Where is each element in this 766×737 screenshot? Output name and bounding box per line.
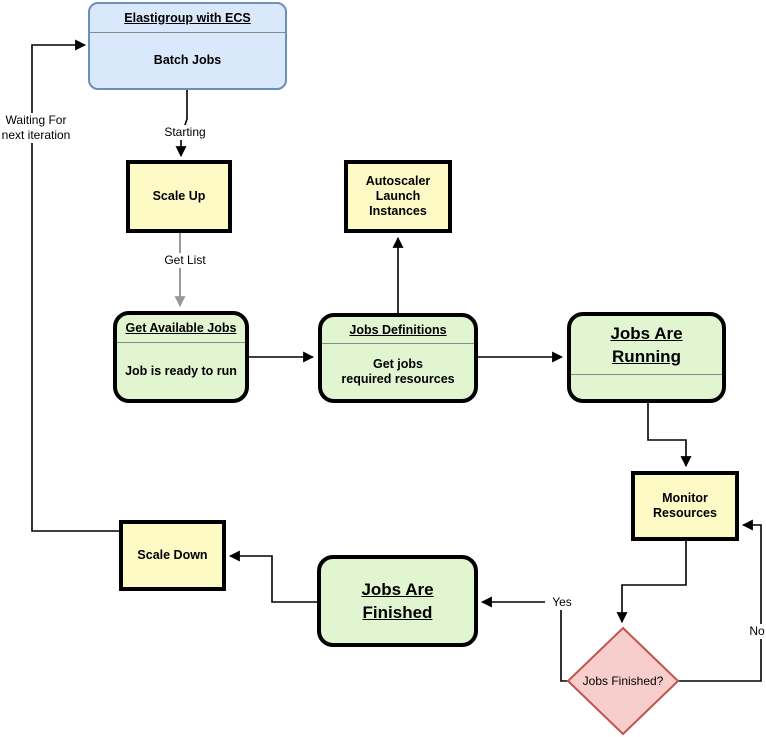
edge-yes [480, 596, 568, 682]
decision-jobs-finished-shape [566, 626, 680, 736]
node-monitor-resources-label: Monitor Resources [653, 491, 717, 520]
edge-running-to-monitor [647, 403, 692, 468]
node-get-available-jobs-title: Get Available Jobs [125, 321, 237, 335]
edge-label-get-list: Get List [157, 253, 213, 268]
node-jobs-are-running: Jobs Are Running [567, 312, 726, 403]
node-autoscaler-launch-instances: Autoscaler Launch Instances [344, 160, 452, 233]
edge-starting [175, 90, 188, 158]
node-jobs-are-running-title: Jobs Are Running [610, 324, 683, 366]
edge-label-starting: Starting [157, 125, 213, 140]
node-scale-up: Scale Up [126, 160, 232, 233]
node-jobs-definitions-divider [322, 343, 474, 344]
edge-label-waiting: Waiting For next iteration [0, 113, 77, 143]
node-elastigroup-title: Elastigroup with ECS [124, 10, 251, 25]
node-jobs-are-finished: Jobs Are Finished [317, 555, 478, 647]
edge-waiting-loop [31, 39, 119, 532]
edge-monitor-to-decision [616, 541, 687, 624]
node-scale-down: Scale Down [119, 520, 226, 591]
node-elastigroup-batch-jobs: Elastigroup with ECS Batch Jobs [88, 2, 287, 90]
edge-finished-to-scaledown [228, 550, 317, 603]
node-autoscaler-label: Autoscaler Launch Instances [365, 174, 431, 218]
edge-label-yes: Yes [545, 595, 579, 610]
node-monitor-resources: Monitor Resources [631, 471, 739, 541]
node-elastigroup-divider [90, 32, 285, 33]
node-scale-down-label: Scale Down [137, 548, 208, 562]
node-get-available-jobs-body: Job is ready to run [125, 363, 237, 378]
edge-label-no: No [742, 624, 766, 639]
decision-jobs-finished-label: Jobs Finished? [582, 674, 664, 688]
edge-no [678, 519, 762, 682]
node-jobs-definitions-body: Get jobs required resources [341, 356, 455, 386]
node-jobs-are-running-divider [571, 374, 722, 375]
node-jobs-definitions: Jobs Definitions Get jobs required resou… [318, 313, 478, 403]
node-jobs-are-finished-label: Jobs Are Finished [361, 580, 434, 622]
node-scale-up-label: Scale Up [152, 189, 206, 203]
node-jobs-definitions-title: Jobs Definitions [349, 322, 447, 337]
node-get-available-jobs: Get Available Jobs Job is ready to run [113, 311, 249, 403]
node-jobs-are-running-body [571, 375, 722, 399]
node-elastigroup-body: Batch Jobs [153, 53, 222, 67]
node-get-available-jobs-divider [117, 342, 245, 343]
